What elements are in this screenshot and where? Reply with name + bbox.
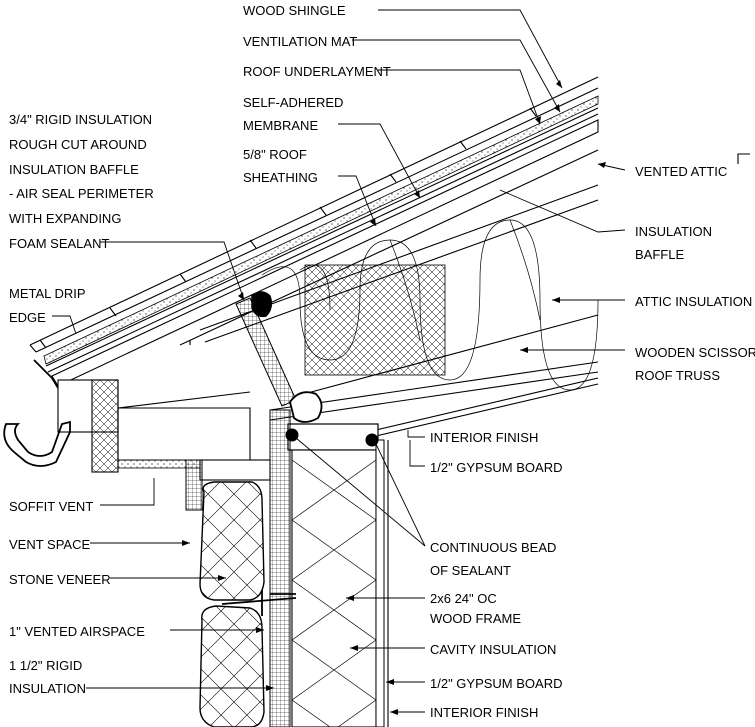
leader-arrowheads — [182, 80, 606, 715]
label-gypsum-top: 1/2" GYPSUM BOARD — [430, 460, 562, 475]
label-rigid-3: INSULATION BAFFLE — [9, 162, 139, 177]
label-rigid-5: WITH EXPANDING — [9, 211, 121, 226]
label-roof-underlayment: ROOF UNDERLAYMENT — [243, 64, 391, 79]
label-interior-finish-top: INTERIOR FINISH — [430, 430, 538, 445]
roof-sheathing — [51, 119, 599, 387]
label-rigid-2: ROUGH CUT AROUND — [9, 137, 147, 152]
label-rigid-4: - AIR SEAL PERIMETER — [9, 186, 154, 201]
metal-drip-edge — [33, 359, 59, 389]
stone-veneer — [185, 459, 265, 727]
subfascia — [91, 379, 119, 473]
label-vented-attic: VENTED ATTIC — [635, 164, 727, 179]
section-mark-icon — [737, 153, 750, 164]
ceiling-finish — [375, 377, 599, 437]
brick-tie — [221, 590, 297, 616]
label-metal-drip-1: METAL DRIP — [9, 286, 86, 301]
label-frame-2: WOOD FRAME — [430, 611, 521, 626]
label-wood-shingle: WOOD SHINGLE — [243, 3, 346, 18]
label-roof-sheathing-2: SHEATHING — [243, 170, 318, 185]
roof-underlayment — [45, 107, 599, 367]
label-self-adhered-1: SELF-ADHERED — [243, 95, 343, 110]
label-sealant-1: CONTINUOUS BEAD — [430, 540, 556, 555]
ventilation-mat — [43, 95, 599, 365]
label-cavity-insulation: CAVITY INSULATION — [430, 642, 556, 657]
gutter — [3, 420, 71, 467]
label-gypsum-bottom: 1/2" GYPSUM BOARD — [430, 676, 562, 691]
label-attic-insulation: ATTIC INSULATION — [635, 294, 752, 309]
label-sealant-2: OF SEALANT — [430, 563, 511, 578]
wall-assembly — [185, 409, 389, 727]
label-rigid-1: 3/4" RIGID INSULATION — [9, 112, 152, 127]
cavity-insulation — [291, 459, 377, 727]
label-ventilation-mat: VENTILATION MAT — [243, 34, 357, 49]
attic-assembly — [179, 149, 599, 437]
labels: WOOD SHINGLE VENTILATION MAT ROOF UNDERL… — [9, 3, 755, 720]
label-frame-1: 2x6 24" OC — [430, 591, 497, 606]
soffit-outline — [117, 407, 251, 461]
foam-sealant-top — [251, 291, 273, 318]
foam-sealant-bottom — [289, 391, 323, 423]
label-truss-1: WOODEN SCISSOR — [635, 345, 755, 360]
label-truss-2: ROOF TRUSS — [635, 368, 720, 383]
attic-insulation — [261, 219, 599, 391]
wall-cavity — [291, 449, 377, 727]
label-soffit-vent: SOFFIT VENT — [9, 499, 93, 514]
label-roof-sheathing-1: 5/8" ROOF — [243, 147, 307, 162]
label-rigid-ins-1: 1 1/2" RIGID — [9, 658, 82, 673]
label-metal-drip-2: EDGE — [9, 310, 46, 325]
gypsum-board — [375, 439, 385, 727]
truss-bottom-chord — [269, 361, 599, 421]
label-stone-veneer: STONE VENEER — [9, 572, 111, 587]
label-vented-airspace: 1" VENTED AIRSPACE — [9, 624, 145, 639]
truss-gusset-plate — [304, 264, 446, 376]
rigid-insulation-board — [269, 409, 291, 727]
sealant-bead-exterior — [285, 428, 299, 442]
label-vent-space: VENT SPACE — [9, 537, 90, 552]
label-rigid-6: FOAM SEALANT — [9, 236, 109, 251]
label-interior-finish-bottom: INTERIOR FINISH — [430, 705, 538, 720]
label-self-adhered-2: MEMBRANE — [243, 118, 318, 133]
top-plate — [287, 423, 379, 451]
label-baffle-2: BAFFLE — [635, 247, 684, 262]
label-baffle-1: INSULATION — [635, 224, 712, 239]
wood-shingles — [29, 76, 599, 353]
self-adhered-membrane — [47, 113, 599, 373]
label-rigid-ins-2: INSULATION — [9, 681, 86, 696]
soffit-block — [199, 459, 271, 481]
